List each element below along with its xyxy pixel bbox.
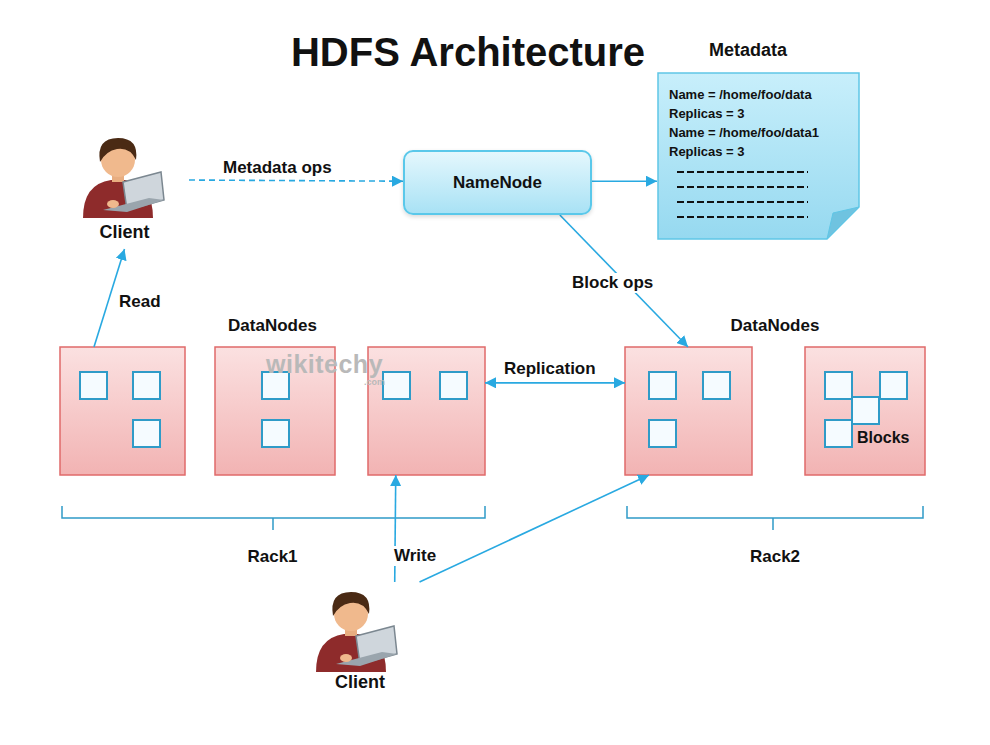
connector-arrow	[485, 382, 625, 384]
edge-label: Block ops	[569, 273, 656, 293]
rack-brackets	[62, 506, 923, 530]
note-body	[658, 73, 859, 239]
node-text: Name = /home/foo/data1	[669, 123, 852, 142]
note-dash-line	[677, 171, 808, 173]
node-text: Blocks	[857, 429, 909, 447]
namenode-box: NameNode	[403, 150, 592, 215]
rack-group: DataNodesRack2Blocks	[625, 347, 925, 475]
connector-arrow	[592, 180, 657, 182]
datanode-box: Blocks	[805, 347, 925, 475]
group-heading: DataNodes	[731, 316, 820, 336]
node-text: Replicas = 3	[669, 104, 852, 123]
node-text: Rack2	[750, 547, 800, 567]
node-text: Replicas = 3	[669, 142, 852, 161]
client-icon	[83, 138, 164, 218]
block-squares	[80, 372, 907, 447]
note-dash-line	[677, 186, 808, 188]
edge-label: Metadata ops	[220, 158, 335, 178]
metadata-note: MetadataName = /home/foo/dataReplicas = …	[657, 72, 862, 240]
watermark: wikitechy	[266, 350, 383, 379]
edge-label: Write	[391, 546, 439, 566]
watermark: .com	[364, 377, 385, 387]
client-icon	[316, 592, 397, 672]
note-fold	[827, 207, 859, 239]
connector-arrow	[189, 180, 403, 181]
group-heading: DataNodes	[228, 316, 317, 336]
connector-arrow	[420, 475, 649, 582]
edge-label: Replication	[501, 359, 599, 379]
node-text: Client	[298, 672, 422, 693]
node-text: Client	[60, 222, 189, 243]
client-node: Client	[298, 582, 422, 699]
client-node: Client	[60, 128, 189, 249]
note-dash-line	[677, 201, 808, 203]
datanode-boxes	[60, 347, 925, 475]
node-text: Rack1	[247, 547, 297, 567]
edge-label: Read	[116, 292, 164, 312]
node-text: Name = /home/foo/data	[669, 85, 852, 104]
diagram-title: HDFS Architecture	[0, 30, 936, 75]
node-text: NameNode	[453, 173, 542, 193]
node-text: Metadata	[709, 40, 787, 61]
note-dash-line	[677, 216, 808, 218]
